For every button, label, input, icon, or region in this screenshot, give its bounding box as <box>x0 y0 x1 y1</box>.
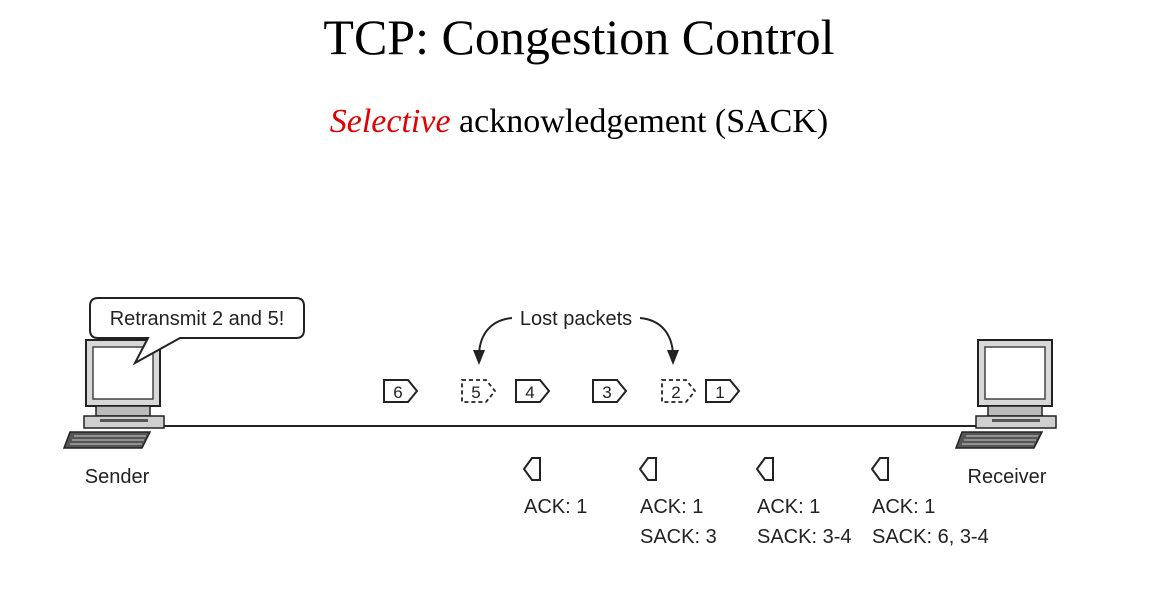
packet: 4 <box>515 379 551 403</box>
ack-arrow-icon <box>638 457 657 481</box>
packet-number: 2 <box>671 383 680 402</box>
subtitle-rest: acknowledgement (SACK) <box>459 103 829 140</box>
lost-arrow-right-head <box>667 350 679 365</box>
packet-lost: 2 <box>661 379 697 403</box>
packet-number: 6 <box>393 383 402 402</box>
ack-label: ACK: 1 <box>757 496 820 518</box>
packet-number: 5 <box>471 383 480 402</box>
sack-label: SACK: 3 <box>640 526 717 548</box>
ack-item: ACK: 1 SACK: 3-4 <box>755 457 851 548</box>
sack-label: SACK: 3-4 <box>757 526 851 548</box>
page-title: TCP: Congestion Control <box>323 9 835 65</box>
ack-label: ACK: 1 <box>524 496 587 518</box>
packet: 6 <box>383 379 419 403</box>
packet: 3 <box>592 379 628 403</box>
sender-label: Sender <box>85 466 150 488</box>
packet-number: 1 <box>715 383 724 402</box>
ack-item: ACK: 1 SACK: 6, 3-4 <box>870 457 989 548</box>
ack-arrow-icon <box>755 457 774 481</box>
lost-arrow-left-head <box>473 350 485 365</box>
lost-arrow-left <box>478 317 513 355</box>
page-subtitle: Selective acknowledgement (SACK) <box>0 103 1158 141</box>
subtitle-emphasis: Selective <box>329 103 451 140</box>
ack-label: ACK: 1 <box>640 496 703 518</box>
ack-item: ACK: 1 SACK: 3 <box>638 457 717 548</box>
lost-packets-label: Lost packets <box>520 308 632 330</box>
speech-bubble: Retransmit 2 and 5! <box>89 297 305 366</box>
ack-item: ACK: 1 <box>522 457 587 518</box>
packet-number: 3 <box>602 383 611 402</box>
sack-label: SACK: 6, 3-4 <box>872 526 989 548</box>
packet-number: 4 <box>525 383 534 402</box>
speech-bubble-text: Retransmit 2 and 5! <box>110 308 285 330</box>
ack-label: ACK: 1 <box>872 496 935 518</box>
ack-arrow-icon <box>522 457 541 481</box>
receiver-label: Receiver <box>968 466 1047 488</box>
lost-arrow-right <box>639 317 674 355</box>
receiver-computer-icon <box>954 339 1057 449</box>
packet-lost: 5 <box>461 379 497 403</box>
ack-arrow-icon <box>870 457 889 481</box>
packet: 1 <box>705 379 741 403</box>
